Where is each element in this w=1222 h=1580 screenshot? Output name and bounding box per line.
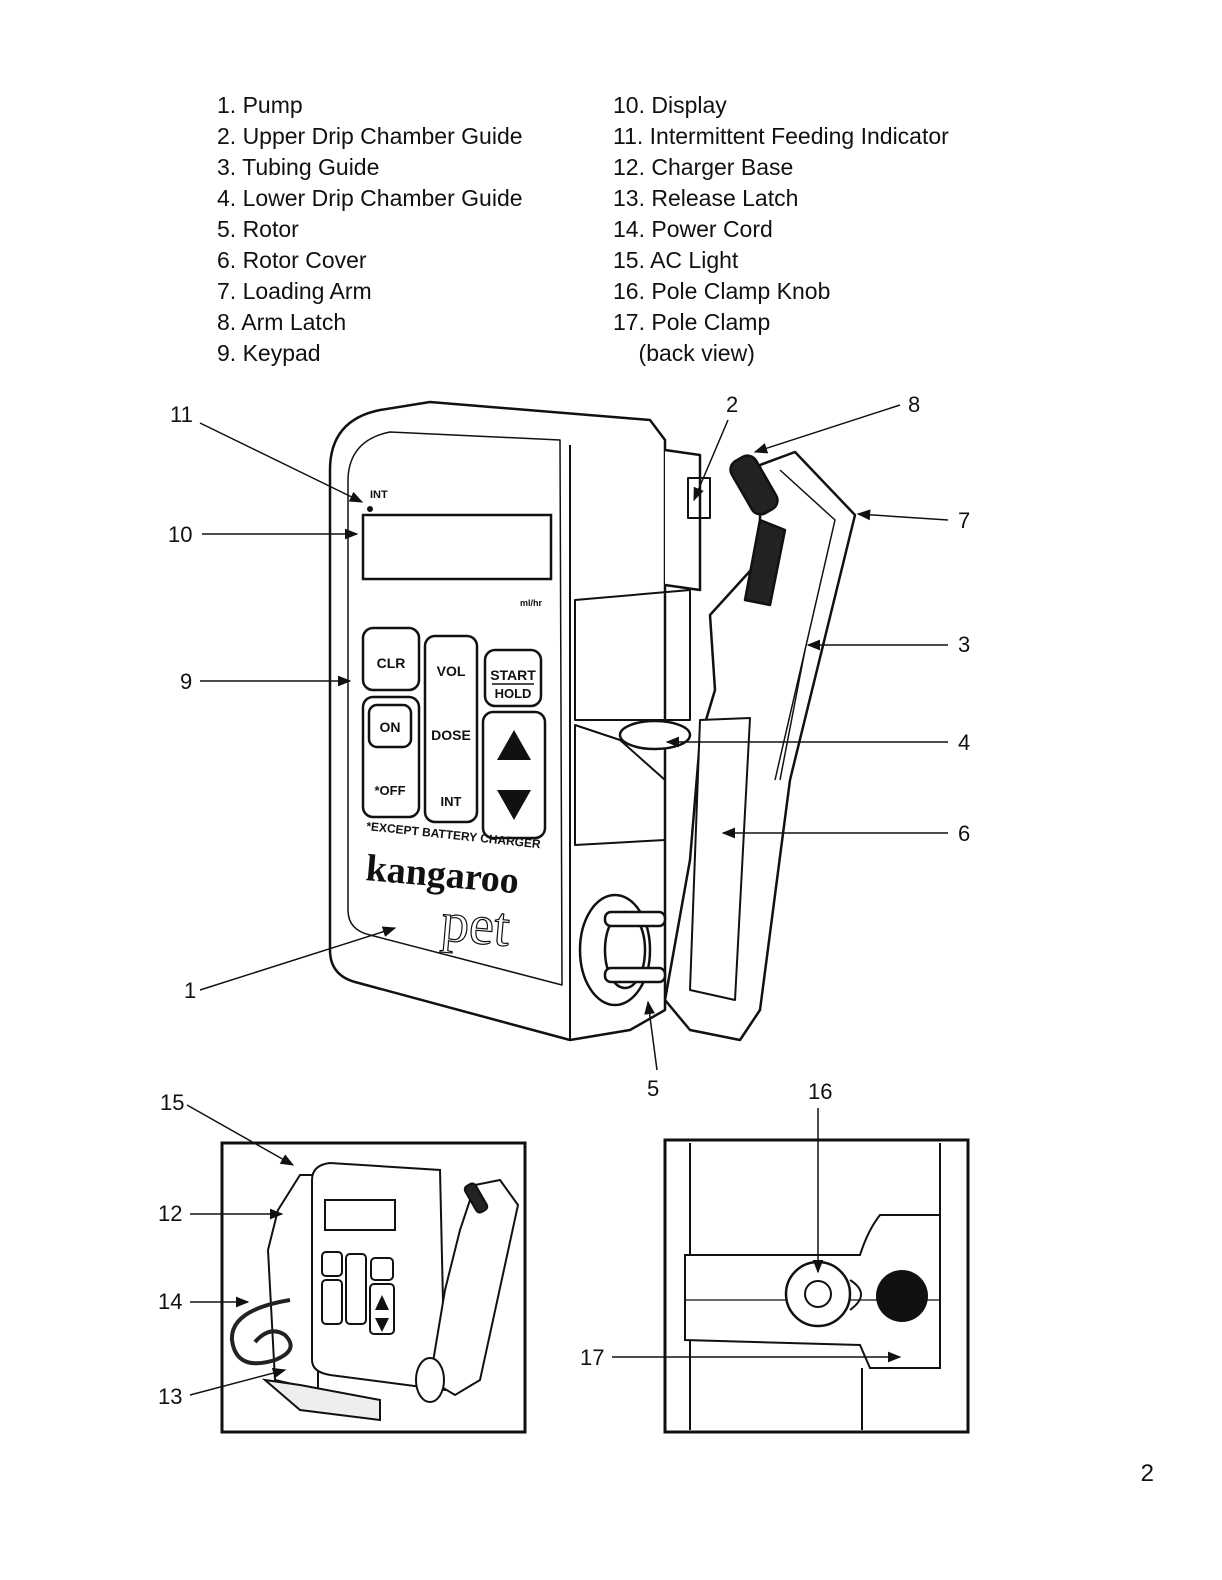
int-label: INT xyxy=(370,489,388,501)
callout-11: 11 xyxy=(170,402,193,427)
legend-item: 5. Rotor xyxy=(217,216,299,242)
legend-item: 10. Display xyxy=(613,92,727,118)
callout-16: 16 xyxy=(808,1079,832,1104)
legend-item: 15. AC Light xyxy=(613,247,739,273)
start-label: START xyxy=(490,667,536,683)
model-logo: pet xyxy=(439,891,513,959)
clamp-hole-icon xyxy=(876,1270,928,1322)
legend-item: 17. Pole Clamp xyxy=(613,309,771,335)
legend-item: 16. Pole Clamp Knob xyxy=(613,278,831,304)
callout-8: 8 xyxy=(908,392,920,417)
clr-key[interactable] xyxy=(361,626,421,692)
arrow-down-icon xyxy=(497,790,531,820)
legend-item: 1. Pump xyxy=(217,92,303,118)
callout-4: 4 xyxy=(958,730,970,755)
rotor xyxy=(578,893,667,1007)
legend-item: (back view) xyxy=(613,340,755,366)
on-label: ON xyxy=(380,719,401,735)
callout-7: 7 xyxy=(958,508,970,533)
callout-6: 6 xyxy=(958,821,970,846)
mode-key-column xyxy=(423,634,479,824)
callout-12: 12 xyxy=(158,1201,182,1226)
callout-3: 3 xyxy=(958,632,970,657)
callout-15: 15 xyxy=(160,1090,184,1115)
arrow-keys[interactable] xyxy=(481,710,547,840)
off-label: *OFF xyxy=(374,783,405,798)
pump-display: INT ml/hr xyxy=(361,489,553,608)
legend-item: 9. Keypad xyxy=(217,340,321,366)
dose-label: DOSE xyxy=(431,727,471,743)
keypad xyxy=(361,626,547,840)
unit-label: ml/hr xyxy=(520,598,543,608)
callout-17: 17 xyxy=(580,1345,604,1370)
legend-item: 13. Release Latch xyxy=(613,185,799,211)
callout-1: 1 xyxy=(184,978,196,1003)
legend-left: 1. Pump 2. Upper Drip Chamber Guide 3. T… xyxy=(217,90,523,369)
callout-14: 14 xyxy=(158,1289,182,1314)
arrow-up-icon xyxy=(497,730,531,760)
legend-item: 2. Upper Drip Chamber Guide xyxy=(217,123,523,149)
charger-inset: 15 12 14 13 xyxy=(158,1090,527,1434)
on-key-inner xyxy=(367,703,413,749)
legend-item: 11. Intermittent Feeding Indicator xyxy=(613,123,949,149)
main-callouts xyxy=(199,404,949,1071)
legend-right: 10. Display 11. Intermittent Feeding Ind… xyxy=(613,90,949,369)
clr-label: CLR xyxy=(377,655,406,671)
legend-item: 6. Rotor Cover xyxy=(217,247,367,273)
legend-item: 4. Lower Drip Chamber Guide xyxy=(217,185,523,211)
callout-9: 9 xyxy=(180,669,192,694)
hold-label: HOLD xyxy=(495,686,532,701)
pole-clamp-inset: 16 17 xyxy=(580,1079,970,1434)
main-callout-numbers: 11 10 9 1 2 8 7 3 4 6 5 xyxy=(168,392,970,1101)
legend-item: 7. Loading Arm xyxy=(217,278,372,304)
legend-item: 14. Power Cord xyxy=(613,216,773,242)
legend-item: 3. Tubing Guide xyxy=(217,154,380,180)
legend-item: 12. Charger Base xyxy=(613,154,794,180)
callout-10: 10 xyxy=(168,522,192,547)
page-number: 2 xyxy=(1140,1460,1154,1487)
callout-5: 5 xyxy=(647,1076,659,1101)
legend-item: 8. Arm Latch xyxy=(217,309,347,335)
callout-2: 2 xyxy=(726,392,738,417)
int-key-label: INT xyxy=(441,794,462,809)
start-hold-key[interactable] xyxy=(483,648,543,708)
callout-13: 13 xyxy=(158,1384,182,1409)
vol-label: VOL xyxy=(437,663,466,679)
